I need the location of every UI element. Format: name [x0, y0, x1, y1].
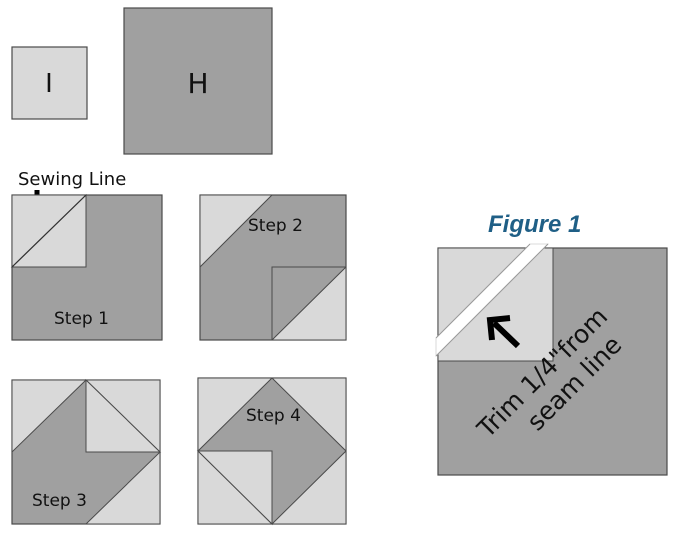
step4-block: Step 4	[196, 377, 347, 526]
sewing-line-label: Sewing Line	[18, 169, 126, 190]
figure-title: Figure 1	[488, 211, 581, 238]
piece-i: I	[11, 46, 88, 120]
piece-h-label: H	[187, 67, 208, 100]
arrow-up-left-icon	[486, 315, 521, 349]
step2-label: Step 2	[248, 216, 303, 236]
step4-label: Step 4	[246, 406, 301, 426]
step2-block: Step 2	[199, 194, 347, 341]
step1-label: Step 1	[54, 309, 109, 329]
figure1-block	[435, 243, 668, 476]
step3-label: Step 3	[32, 491, 87, 511]
step3-block: Step 3	[11, 378, 162, 525]
step1-block: Step 1	[10, 193, 163, 341]
piece-i-label: I	[45, 69, 53, 99]
piece-h: H	[123, 7, 273, 155]
